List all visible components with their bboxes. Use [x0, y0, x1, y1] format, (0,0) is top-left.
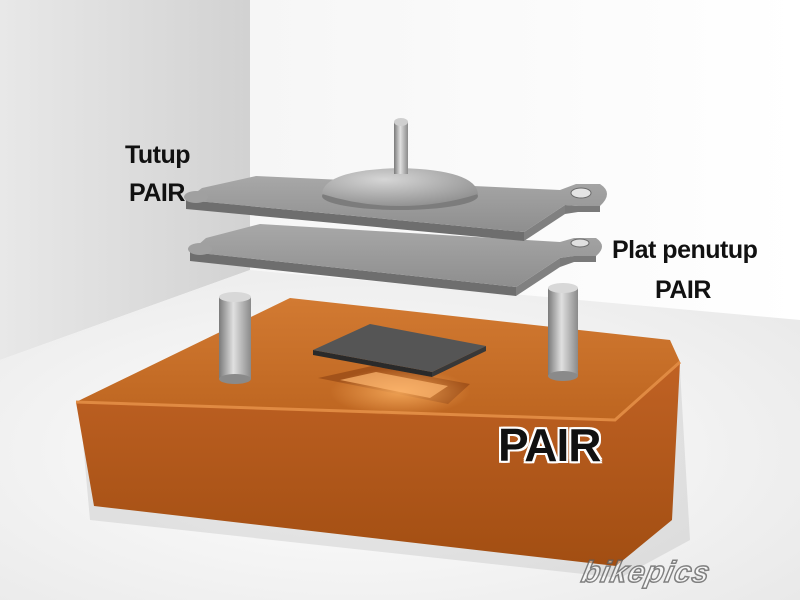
dome-stem-top: [394, 118, 408, 126]
left-post: [219, 292, 251, 384]
right-post-top: [548, 283, 578, 293]
pair-base-block: [75, 298, 690, 578]
cover-plate-edge: [190, 252, 516, 296]
plate-label-line2: PAIR: [655, 276, 711, 304]
cover-plate-top: [190, 224, 602, 287]
cap-plate-edge: [186, 200, 524, 241]
right-post-body: [548, 288, 578, 376]
watermark-logo: bikepics: [578, 555, 715, 590]
cap-plate-left-round: [184, 191, 208, 203]
right-post: [548, 283, 578, 381]
base-top-edge: [75, 360, 681, 422]
dark-plate-side: [313, 350, 432, 377]
dome-stem: [394, 122, 408, 174]
dark-plate-top: [313, 324, 486, 372]
hole-inner: [340, 372, 448, 398]
dome: [322, 168, 478, 206]
left-post-body: [219, 297, 251, 379]
base-front-face: [76, 362, 680, 566]
left-wall: [0, 0, 250, 360]
cover-plate-hole: [570, 238, 590, 248]
dark-plate-side2: [432, 346, 486, 377]
cap-plate-edge2: [524, 205, 565, 241]
cover-plate-edge2: [516, 258, 560, 296]
left-post-top: [219, 292, 251, 302]
base-label: PAIR: [498, 419, 601, 471]
dark-plate: [313, 324, 486, 377]
cap-plate-hole: [570, 187, 592, 199]
left-post-bottom: [219, 374, 251, 384]
cap-label-line1: Tutup: [125, 141, 191, 169]
cover-plate-left-round: [188, 243, 212, 255]
cap-plate: [184, 118, 607, 241]
cover-plate: [188, 224, 602, 296]
cover-plate-tab-edge: [560, 256, 596, 267]
cap-plate-tab-edge: [565, 205, 600, 214]
plate-label-line1: Plat penutup: [612, 236, 758, 264]
cap-label-line2: PAIR: [129, 179, 185, 207]
right-post-bottom: [548, 371, 578, 381]
